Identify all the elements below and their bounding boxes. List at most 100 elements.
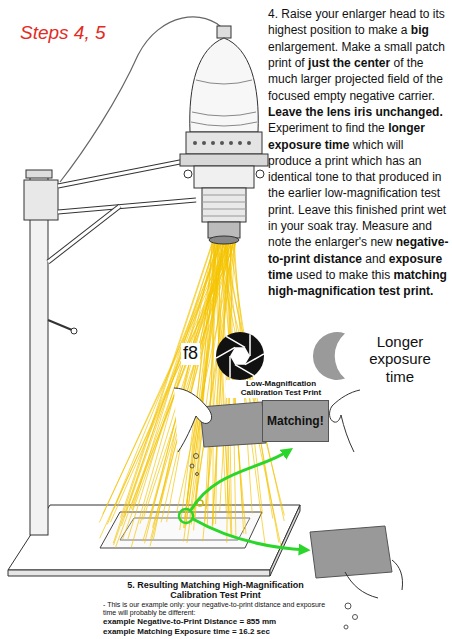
bellows-folds [202,195,246,216]
light-ray [122,242,229,540]
text-run [383,138,386,152]
text-run: the [426,72,443,86]
vent-holes [193,141,251,145]
text-run [397,23,400,37]
text-run [310,89,313,103]
text-run [346,89,349,103]
text-run [384,72,387,86]
aperture-opening [230,347,250,364]
text-run: your [315,7,338,21]
text-run: 4. [268,7,278,21]
test-print [310,526,392,578]
text-run: the [295,235,312,249]
text-run: much [268,72,297,86]
text-run [405,154,408,168]
text-run: produce [268,154,311,168]
text-run [310,252,313,266]
bellows [202,188,246,222]
text-run [331,203,334,217]
arm [58,200,196,212]
vent-hole [229,141,233,145]
light-ray [103,242,230,514]
text-run: used [296,268,322,282]
lamp-dome [190,38,258,132]
text-run [302,105,305,119]
text-run: a [315,154,322,168]
hand [345,560,403,598]
lamp-band [186,132,262,154]
text-run [365,23,368,37]
light-ray [167,242,219,522]
text-run [423,72,426,86]
focus-knob [184,170,192,178]
text-run: iris [354,105,372,119]
text-run: field [387,72,409,86]
arm [58,160,190,186]
text-run: small [384,40,412,54]
exposure-note: Longer exposure time [358,333,442,385]
text-run [339,170,342,184]
green-pointer [193,519,307,550]
text-run: this [371,268,390,282]
text-run [351,56,354,70]
text-run [417,186,420,200]
text-run [278,7,281,21]
text-run: time [325,138,350,152]
text-run: the [305,105,323,119]
text-run: center [354,56,390,70]
text-run [362,252,365,266]
text-run: head [389,7,416,21]
aperture-disc [216,332,264,380]
text-run [307,23,310,37]
text-run: patch [415,40,444,54]
text-run: Make [341,40,370,54]
brace [48,206,120,262]
carriage [24,180,58,220]
text-run: to [420,7,430,21]
lens [209,236,239,244]
green-pointer [191,450,290,510]
text-run [333,219,336,233]
text-run: focused [268,89,310,103]
text-run: identical [268,170,312,184]
text-run: which [351,154,382,168]
text-run: lens [327,105,351,119]
text-run: longer [388,121,425,135]
text-run: of [393,56,403,70]
text-run [329,56,332,70]
text-run: just [308,56,329,70]
text-run: print [325,154,348,168]
text-run: Measure [362,219,409,233]
text-run [339,7,342,21]
text-run [424,203,427,217]
text-run: low-magnification [325,186,418,200]
text-run [429,170,432,184]
text-run: negative [349,89,394,103]
text-run [359,219,362,233]
text-run [381,40,384,54]
vent-hole [247,141,251,145]
vent-hole [193,141,197,145]
text-run: high-magnification [268,284,375,298]
text-run [372,105,375,119]
vent-hole [238,141,242,145]
text-run: Raise [281,7,312,21]
text-run: larger [301,72,332,86]
water-drop [196,473,199,476]
text-run [403,56,406,70]
text-run: enlargement. [268,40,338,54]
aperture-label: f8 [181,343,200,365]
text-run: produced [379,170,429,184]
text-run: the [268,186,285,200]
text-run: tray. [336,219,358,233]
text-run: in [268,219,277,233]
text-run [297,72,300,86]
text-run [367,235,370,249]
text-run [371,40,374,54]
text-run [329,121,332,135]
text-run [348,154,351,168]
text-run: soak [307,219,332,233]
text-run [305,56,308,70]
hand [330,390,360,452]
test-print-card: Matching! [262,400,329,442]
